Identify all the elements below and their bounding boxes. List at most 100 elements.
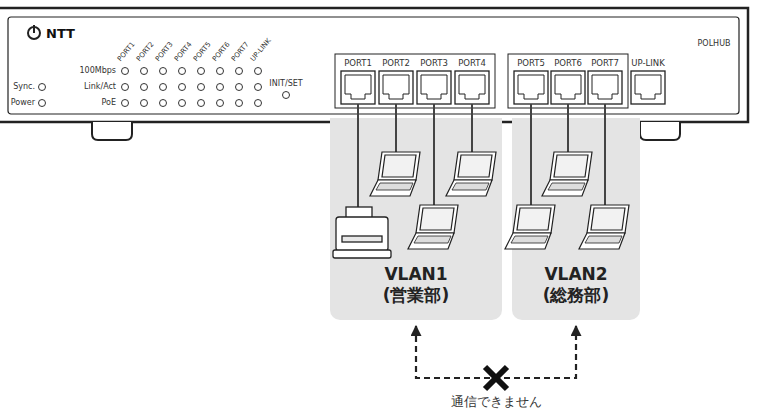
led (122, 100, 129, 107)
rj45-port (417, 71, 451, 104)
vlan-label: (総務部) (543, 285, 610, 306)
rj45-port (341, 71, 375, 104)
led (255, 68, 262, 75)
port-frame (551, 71, 585, 104)
led (122, 84, 129, 91)
drawing-part (341, 71, 665, 104)
rj45-port (551, 71, 585, 104)
port-frame (588, 71, 622, 104)
led-column-label: PORT1 (117, 41, 137, 63)
rj45-port (379, 71, 413, 104)
led (39, 84, 46, 91)
led-column-label: PORT4 (174, 41, 194, 63)
led (236, 84, 243, 91)
laptop-keyboard (585, 236, 622, 243)
led (141, 100, 148, 107)
port-label: UP-LINK (631, 59, 664, 68)
led (198, 68, 205, 75)
laptop-base (579, 233, 625, 249)
cable (433, 104, 435, 205)
laptop-base (446, 180, 492, 196)
vlan-label: VLAN2 (544, 264, 607, 285)
laptop-base (408, 233, 454, 249)
led (217, 100, 224, 107)
laptop (542, 152, 592, 196)
printer-base (333, 250, 391, 258)
laptop-base (505, 233, 551, 249)
led (217, 68, 224, 75)
rj45-port (631, 71, 665, 104)
front-panel (8, 17, 739, 114)
port-socket (635, 75, 661, 99)
laptop-screen (517, 208, 551, 230)
cable (471, 104, 473, 152)
laptop-lid (454, 152, 496, 180)
led (160, 84, 167, 91)
led-row-label: Link/Act (84, 83, 116, 91)
laptop-screen (591, 208, 625, 230)
led (39, 100, 46, 107)
laptop-keyboard (452, 183, 489, 190)
blocked-link (416, 326, 576, 378)
laptop-screen (554, 155, 588, 177)
laptop (579, 205, 629, 249)
port-label: PORT1 (344, 59, 372, 68)
printer-body (336, 217, 388, 251)
led-row-label: PoE (102, 99, 117, 107)
brand-logo: NTT (46, 27, 75, 40)
printer-tray (342, 236, 382, 242)
laptop-keyboard (511, 236, 548, 243)
laptop (505, 205, 555, 249)
switch-housing (0, 8, 748, 122)
laptop-keyboard (414, 236, 451, 243)
port-frame (417, 71, 451, 104)
port-label: PORT6 (554, 59, 582, 68)
led (179, 100, 186, 107)
led (198, 100, 205, 107)
port-group (335, 54, 495, 108)
vlan-label: VLAN1 (384, 264, 447, 285)
printer (333, 207, 391, 258)
laptop-screen (382, 155, 416, 177)
led (179, 84, 186, 91)
laptop-lid (378, 152, 420, 180)
laptop (370, 152, 420, 196)
led-row-label: Sync. (13, 83, 35, 91)
cable (395, 104, 397, 152)
led (236, 100, 243, 107)
led-column-label: PORT2 (136, 41, 156, 63)
cable (357, 104, 359, 210)
cross-stroke (485, 367, 507, 389)
port-label: PORT2 (382, 59, 410, 68)
cross-mark (485, 367, 507, 389)
cable (530, 104, 532, 205)
port-socket (345, 75, 371, 99)
led (179, 68, 186, 75)
port-socket (421, 75, 447, 99)
port-label: PORT3 (420, 59, 448, 68)
rj45-port (514, 71, 548, 104)
port-socket (555, 75, 581, 99)
ntt-logo (33, 25, 35, 33)
led-column-label: PORT6 (212, 41, 232, 63)
port-frame (379, 71, 413, 104)
led-column-label: PORT3 (155, 41, 175, 63)
port-frame (514, 71, 548, 104)
laptop-lid (513, 205, 555, 233)
port-socket (592, 75, 618, 99)
led (217, 84, 224, 91)
port-group (508, 54, 628, 108)
led (283, 92, 290, 99)
led-column-label: PORT7 (231, 41, 251, 63)
button-label: INIT/SET (269, 80, 302, 88)
led (141, 68, 148, 75)
edge-label: 通信できません (449, 394, 544, 410)
laptop-lid (587, 205, 629, 233)
led (255, 100, 262, 107)
vlan-label: (営業部) (383, 285, 450, 306)
led (255, 84, 262, 91)
laptop-base (370, 180, 416, 196)
laptop-screen (420, 208, 454, 230)
